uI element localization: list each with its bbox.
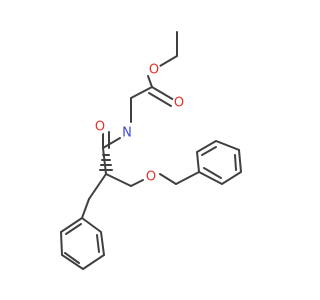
atom-label-o: O <box>146 170 156 185</box>
hashed-wedge-bond <box>99 154 113 171</box>
bond-carbonyl-o-double-2 <box>148 92 172 107</box>
bond-n-amide-c <box>102 137 121 149</box>
atom-amide-n: N <box>120 126 134 141</box>
bond-chiral-benzyl-ch2 <box>88 173 107 200</box>
atom-label-o: O <box>95 120 105 135</box>
atom-ether-o: O <box>144 170 158 185</box>
bond-chiral-ch2 <box>105 173 132 187</box>
bond-ether-o-ch2 <box>159 173 177 185</box>
atom-ester-o-double: O <box>172 96 186 111</box>
molecule-structure: O O N O O <box>59 31 243 271</box>
bond-carbonyl-ch2 <box>130 86 153 99</box>
atom-label-o: O <box>174 96 184 111</box>
atom-label-o: O <box>149 63 159 78</box>
bond-ch2-phenyl <box>175 171 200 185</box>
bond-ch2-ether-o <box>130 179 144 187</box>
bond-benzyl-ch2-phenyl <box>81 198 90 219</box>
atom-label-n: N <box>122 126 132 141</box>
bond-carbonyl-o-double-1 <box>151 86 175 101</box>
bond-ethyl-ch2-o <box>159 55 178 67</box>
bond-o-carbonyl <box>147 75 153 88</box>
atom-amide-o: O <box>93 120 107 135</box>
phenyl-ring-right <box>195 139 243 186</box>
atom-ester-o-single: O <box>147 63 161 78</box>
phenyl-ring-bottom <box>59 216 106 271</box>
